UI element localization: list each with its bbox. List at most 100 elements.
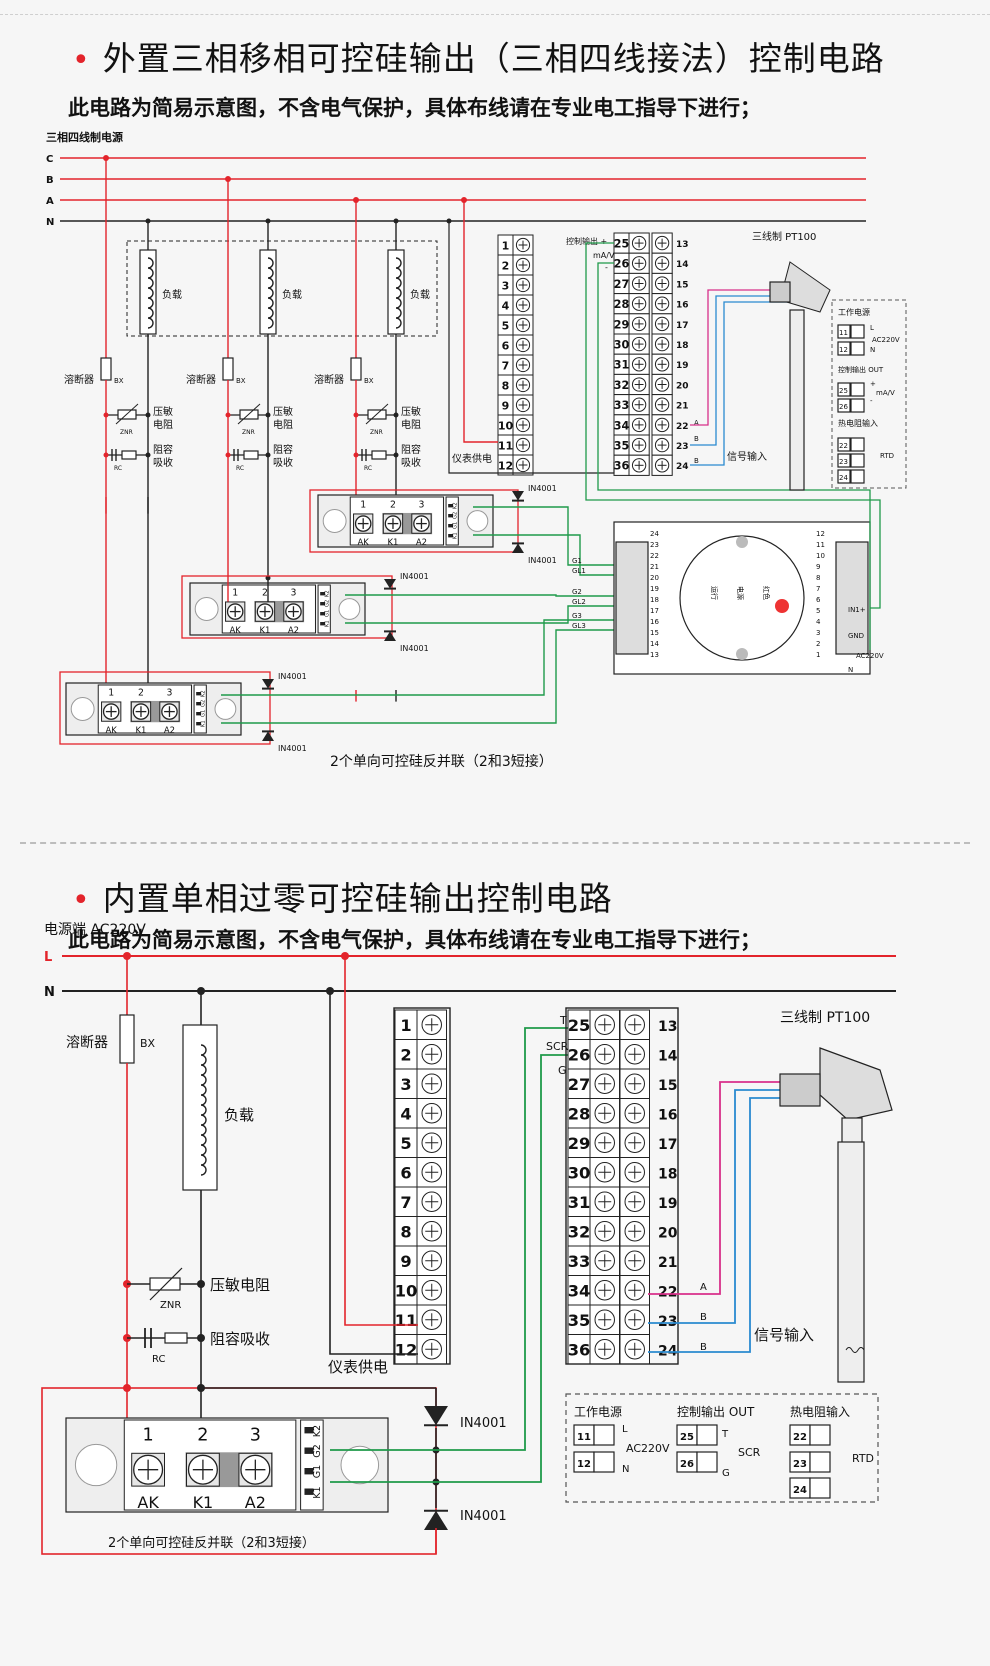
legend-term-screw	[809, 1424, 831, 1446]
module-right-term: 6	[816, 596, 821, 604]
load-coil	[200, 1044, 207, 1176]
junction-dot	[461, 197, 467, 203]
terminal-number: 26	[568, 1046, 591, 1065]
legend-L: L	[622, 1424, 628, 1435]
legend-term-number: 25	[680, 1432, 694, 1443]
junction-dot	[145, 412, 151, 418]
scr-terminal-name: K1	[387, 538, 398, 548]
module-right-rail	[835, 541, 869, 655]
module-screw	[736, 648, 748, 660]
legend-term-number: 11	[577, 1432, 591, 1443]
terminal-number: 28	[568, 1105, 591, 1124]
phase-label-A: A	[46, 196, 54, 207]
rtd-wire-b	[648, 1089, 790, 1324]
legend-ac: AC220V	[872, 336, 900, 344]
rc-label: 吸收	[273, 456, 293, 469]
legend-term-number: 23	[839, 458, 848, 466]
junction-dot	[393, 412, 399, 418]
gate-pin	[196, 712, 202, 716]
load-coil	[147, 257, 154, 329]
diode-top	[512, 491, 524, 502]
gate-label-GL3: GL3	[572, 622, 586, 630]
instrument-right-term: 23	[658, 1314, 677, 1330]
gate-pin-label: G2	[453, 512, 459, 519]
load-box	[182, 1024, 218, 1191]
module-gnd-label: GND	[848, 632, 864, 640]
junction-dot	[265, 218, 271, 224]
diode-label: IN4001	[400, 644, 429, 653]
signal-input-label: 信号输入	[754, 1326, 814, 1344]
instrument-right-term: 22	[658, 1285, 677, 1301]
minus-label: -	[605, 263, 608, 272]
legend-ma: mA/V	[876, 389, 895, 397]
load-label: 负载	[162, 288, 182, 301]
rtd-wire-label: B	[700, 1312, 707, 1323]
diode-triangle	[384, 579, 396, 589]
top-divider	[0, 14, 990, 15]
terminal-number: 33	[568, 1252, 591, 1271]
junction-dot	[353, 197, 359, 203]
varistor-label: 电阻	[273, 418, 293, 431]
gate-pin	[320, 622, 326, 626]
legend-ac: AC220V	[626, 1442, 670, 1455]
diode-bottom	[262, 730, 274, 741]
diode-top	[384, 579, 396, 590]
gate-pin-label: G1	[201, 710, 207, 717]
gate-pin-label: G2	[312, 1444, 323, 1458]
coil-path	[267, 257, 274, 329]
module-knob-label: 红色	[762, 586, 771, 600]
load-label: 负载	[282, 288, 302, 301]
module-left-term: 20	[650, 574, 659, 582]
module-right-term: 9	[816, 563, 820, 571]
module-left-term: 24	[650, 530, 659, 538]
legend-term-screw	[850, 382, 865, 397]
fuse-box	[222, 357, 234, 381]
gate-strip	[193, 684, 207, 734]
instrument-right-term: 14	[676, 260, 689, 270]
varistor-label: 压敏	[401, 405, 421, 418]
fuse-box	[100, 357, 112, 381]
junction-dot	[103, 452, 109, 458]
legend-box	[831, 299, 907, 489]
module-knob-label: 电源	[736, 586, 745, 600]
diode-triangle	[262, 679, 274, 689]
legend-term-cell	[837, 437, 851, 452]
instrument-right-term: 19	[676, 361, 689, 371]
varistor-label: 电阻	[401, 418, 421, 431]
legend-term-screw	[850, 437, 865, 452]
instrument-right-term: 21	[676, 402, 689, 412]
mount-hole	[194, 597, 219, 621]
scr-terminal-name: K1	[259, 626, 270, 636]
terminal-number: 8	[502, 379, 510, 392]
diode-label: IN4001	[528, 556, 557, 565]
terminal-number: 7	[502, 359, 510, 372]
load-coil	[267, 257, 274, 329]
fuse-box	[119, 1014, 135, 1064]
mount-hole	[338, 598, 361, 620]
legend-term-cell	[837, 341, 851, 356]
gate-pin-label: K2	[312, 1425, 323, 1437]
rc-code: RC	[364, 465, 372, 472]
terminal-number: 6	[400, 1164, 411, 1183]
diode-triangle	[424, 1406, 448, 1426]
varistor-code: ZNR	[242, 429, 255, 436]
scr-terminal-number: 1	[143, 1426, 154, 1446]
legend-term-number: 24	[793, 1485, 807, 1496]
rc-resistor	[371, 450, 387, 460]
terminal-number: 30	[614, 339, 630, 352]
instrument-right-term: 13	[676, 240, 689, 250]
load-enclosure	[126, 240, 438, 337]
legend-rtd-in: 热电阻输入	[790, 1404, 850, 1419]
coil-path	[200, 1044, 207, 1176]
g-label: G	[558, 1064, 567, 1077]
terminal-number: 28	[614, 298, 630, 311]
rtd-wire-label: A	[700, 1282, 707, 1293]
scr-terminal-name: AK	[137, 1493, 159, 1512]
terminal-number: 25	[568, 1016, 591, 1035]
gate-pin	[448, 534, 454, 538]
scr-terminal-number: 1	[360, 499, 366, 510]
mount-hole	[74, 1443, 118, 1487]
legend-term-number: 24	[839, 474, 848, 482]
junction-dot	[225, 176, 231, 182]
